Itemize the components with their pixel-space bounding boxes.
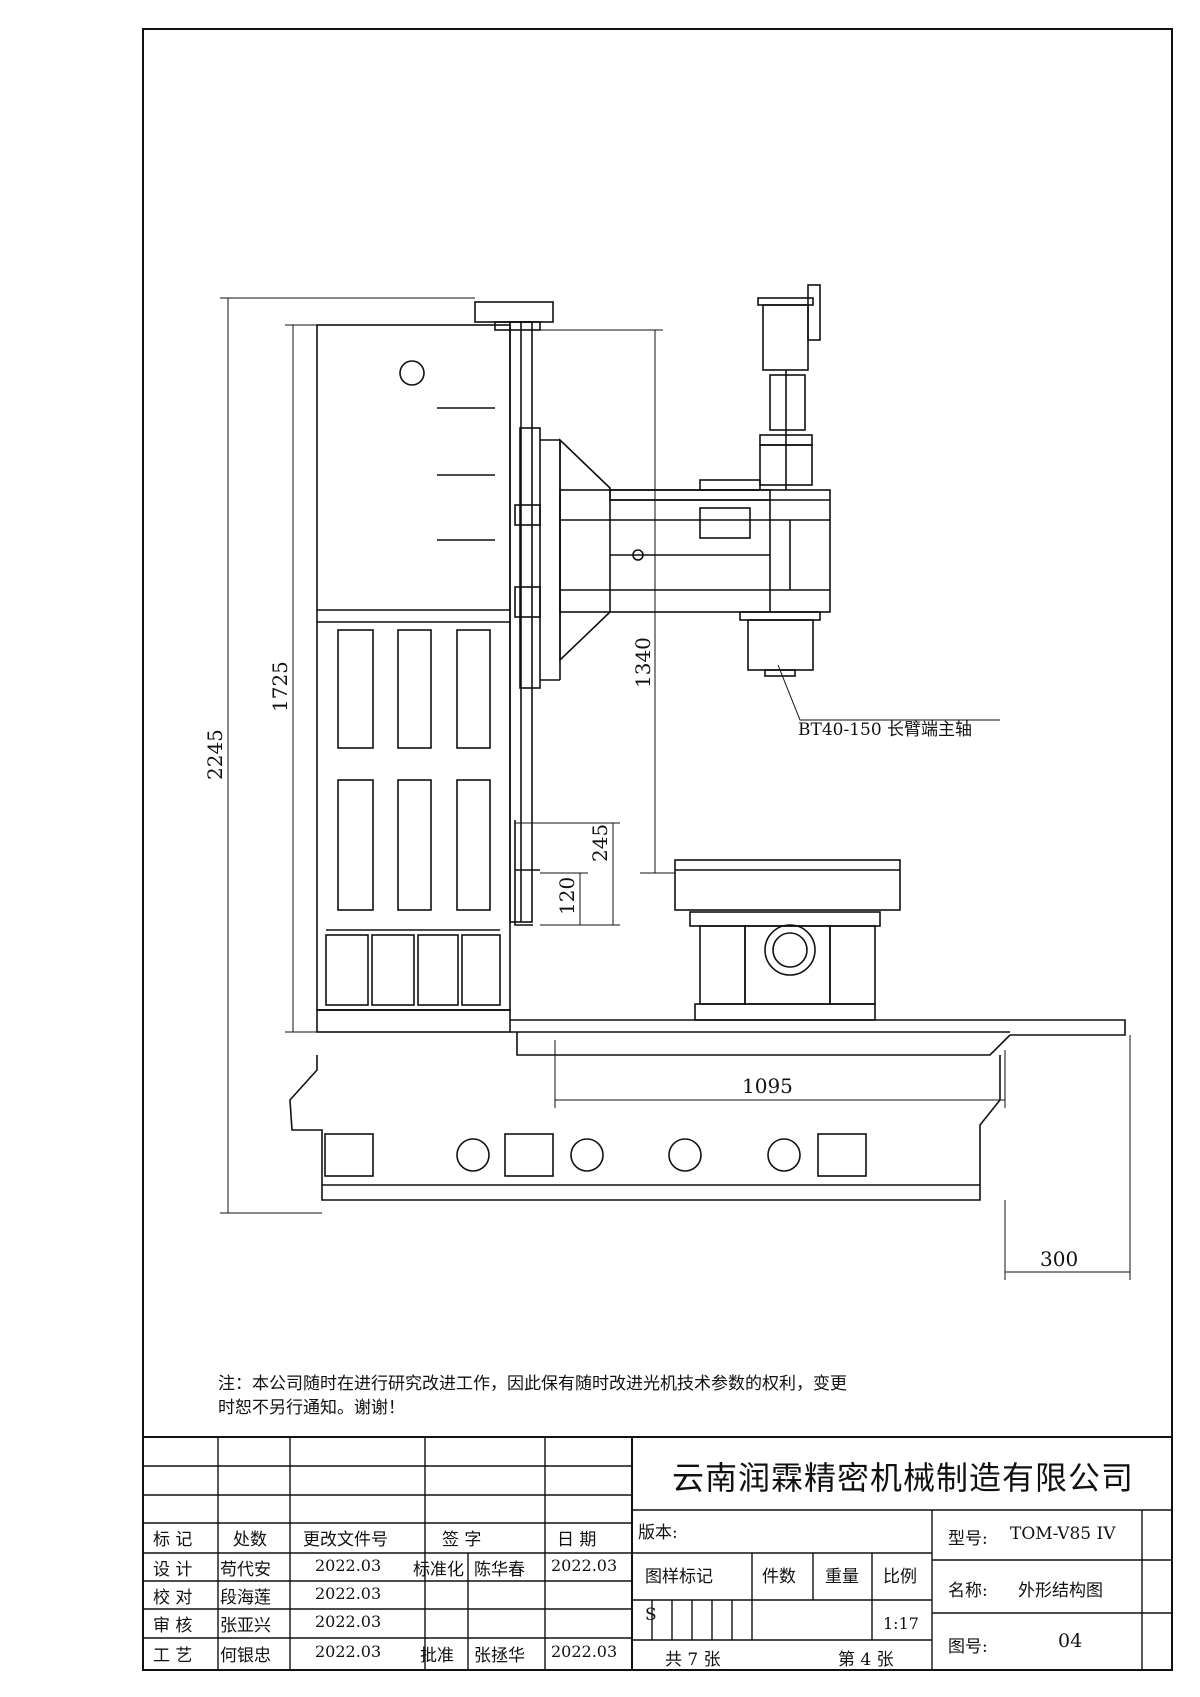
person-check: 段海莲 (220, 1588, 271, 1608)
total-sheets: 共 7 张 (665, 1650, 721, 1670)
drawing-mark-label: 图样标记 (645, 1567, 713, 1587)
name-label: 名称: (948, 1581, 988, 1601)
dim-overhang: 300 (1040, 1247, 1078, 1271)
weight-label: 重量 (825, 1567, 859, 1587)
role-design: 设 计 (153, 1560, 193, 1580)
header-count: 处数 (233, 1530, 267, 1550)
role-standard: 标准化 (413, 1560, 464, 1580)
header-signature: 签 字 (442, 1530, 482, 1550)
scale-label: 比例 (883, 1567, 917, 1587)
drawing-frame (142, 28, 1173, 1671)
dim-bed-length: 1095 (742, 1074, 793, 1098)
person-review: 张亚兴 (220, 1616, 271, 1636)
dim-table-gap: 245 (588, 824, 612, 862)
person-design: 苟代安 (220, 1560, 271, 1580)
date-review: 2022.03 (315, 1612, 382, 1631)
person-approve: 张拯华 (474, 1646, 525, 1666)
date-standard: 2022.03 (551, 1556, 618, 1575)
header-date: 日 期 (557, 1530, 597, 1550)
note-line-2: 时恕不另行通知。谢谢！ (218, 1398, 405, 1418)
date-design: 2022.03 (315, 1556, 382, 1575)
drawing-no-value: 04 (1058, 1630, 1083, 1652)
dim-column-height: 1725 (268, 661, 292, 712)
name-value: 外形结构图 (1018, 1581, 1103, 1601)
column (316, 301, 561, 1011)
dim-overall-height: 2245 (203, 729, 227, 780)
quantity-label: 件数 (762, 1567, 796, 1587)
role-approve: 批准 (420, 1646, 454, 1666)
drawing-mark-value: S (645, 1605, 657, 1625)
spindle-arm (559, 284, 831, 677)
model-label: 型号: (948, 1529, 988, 1549)
header-change-doc: 更改文件号 (303, 1530, 388, 1550)
model-value: TOM-V85 IV (1010, 1524, 1116, 1544)
person-standard: 陈华春 (474, 1560, 525, 1580)
role-review: 审 核 (153, 1616, 193, 1636)
date-check: 2022.03 (315, 1584, 382, 1603)
version-label: 版本: (638, 1523, 678, 1543)
spindle-callout: BT40-150 长臂端主轴 (798, 720, 972, 740)
date-process: 2022.03 (315, 1642, 382, 1661)
role-process: 工 艺 (153, 1646, 193, 1666)
disclaimer-note: 注：本公司随时在进行研究改进工作，因此保有随时改进光机技术参数的权利，变更 时恕… (218, 1372, 978, 1420)
role-check: 校 对 (153, 1588, 193, 1608)
header-mark: 标 记 (153, 1530, 193, 1550)
scale-value: 1:17 (883, 1614, 919, 1633)
rotary-table (674, 859, 901, 1021)
drawing-no-label: 图号: (948, 1637, 988, 1657)
sheet-number: 第 4 张 (838, 1650, 894, 1670)
machine-bed (289, 1009, 1126, 1201)
date-approve: 2022.03 (551, 1642, 618, 1661)
note-line-1: 注：本公司随时在进行研究改进工作，因此保有随时改进光机技术参数的权利，变更 (218, 1374, 847, 1394)
dim-table-offset: 120 (555, 877, 579, 915)
company-name: 云南润霖精密机械制造有限公司 (672, 1459, 1135, 1497)
title-block-grid (142, 1436, 1173, 1671)
dimension-lines (220, 297, 1131, 1280)
dim-spindle-travel: 1340 (631, 637, 655, 688)
person-process: 何银忠 (220, 1646, 271, 1666)
